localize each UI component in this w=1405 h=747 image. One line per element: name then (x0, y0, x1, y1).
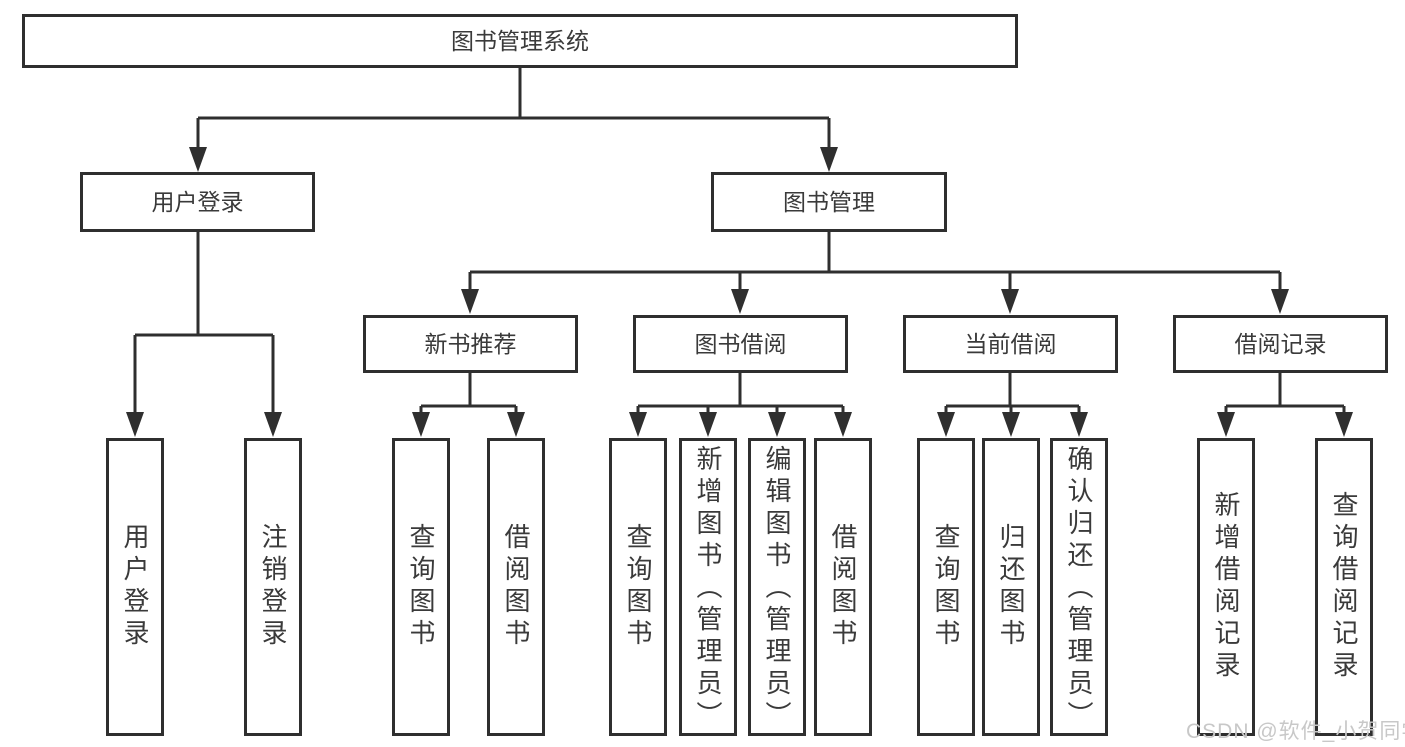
node-book-borrow: 图书借阅 (633, 315, 848, 373)
leaf-borrow-book: 借阅图书 (814, 438, 872, 736)
watermark: CSDN @软件_小贺同学 (1186, 720, 1405, 743)
leaf-query-borrow-record: 查询借阅记录 (1315, 438, 1373, 736)
node-new-book-recommend: 新书推荐 (363, 315, 578, 373)
node-borrow-record: 借阅记录 (1173, 315, 1388, 373)
leaf-borrow-book-recommend: 借阅图书 (487, 438, 545, 736)
leaf-query-book-recommend: 查询图书 (392, 438, 450, 736)
node-book-management: 图书管理 (711, 172, 947, 232)
node-current-borrow: 当前借阅 (903, 315, 1118, 373)
leaf-add-book-admin: 新增图书（管理员） (679, 438, 737, 736)
leaf-user-login: 用户登录 (106, 438, 164, 736)
leaf-query-book-current: 查询图书 (917, 438, 975, 736)
leaf-edit-book-admin: 编辑图书（管理员） (748, 438, 806, 736)
leaf-logout: 注销登录 (244, 438, 302, 736)
node-library-system: 图书管理系统 (22, 14, 1018, 68)
leaf-add-borrow-record: 新增借阅记录 (1197, 438, 1255, 736)
leaf-confirm-return-admin: 确认归还（管理员） (1050, 438, 1108, 736)
leaf-return-book: 归还图书 (982, 438, 1040, 736)
node-user-login: 用户登录 (80, 172, 315, 232)
leaf-query-book-borrow: 查询图书 (609, 438, 667, 736)
